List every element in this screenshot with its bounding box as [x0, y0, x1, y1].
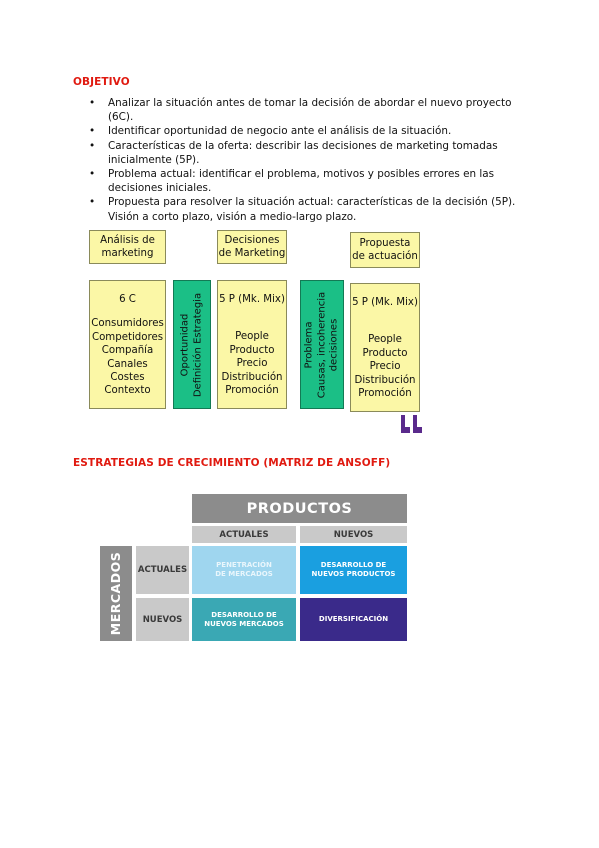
column-5p-item: Producto — [229, 344, 275, 356]
column-5p-propuesta: 5 P (Mk. Mix) People Producto Precio Dis… — [350, 283, 420, 412]
column-6c-item: Costes — [110, 372, 145, 384]
column-6c-item: Consumidores — [91, 318, 164, 330]
objetivo-heading: OBJETIVO — [73, 76, 130, 88]
column-5p-propuesta-item: Distribución — [354, 374, 416, 386]
quote-mark-icon — [401, 415, 422, 433]
column-5p-title: 5 P (Mk. Mix) — [219, 294, 285, 305]
column-5p-item: Distribución — [221, 371, 283, 383]
mercados-label: MERCADOS — [108, 551, 124, 636]
column-5p: 5 P (Mk. Mix) People Producto Precio Dis… — [217, 280, 287, 409]
cell-desarrollo-nuevos-productos: DESARROLLO DE NUEVOS PRODUCTOS — [300, 546, 407, 594]
problema-label: Problema Causas, incoherencia decisiones — [303, 291, 340, 398]
productos-header: PRODUCTOS — [192, 494, 407, 523]
list-item: Identificar oportunidad de negocio ante … — [76, 124, 526, 138]
column-actuales: ACTUALES — [192, 526, 296, 543]
ansoff-heading: ESTRATEGIAS DE CRECIMIENTO (MATRIZ DE AN… — [73, 457, 391, 469]
column-5p-item: People — [235, 331, 269, 343]
objetivo-list: Analizar la situación antes de tomar la … — [76, 96, 526, 224]
row-actuales: ACTUALES — [136, 546, 189, 594]
column-nuevos: NUEVOS — [300, 526, 407, 543]
row-nuevos: NUEVOS — [136, 598, 189, 641]
column-5p-item: Promoción — [225, 385, 279, 397]
column-6c-item: Competidores — [91, 331, 164, 343]
mercados-header: MERCADOS — [100, 546, 132, 641]
column-6c-title: 6 C — [119, 294, 136, 305]
column-5p-propuesta-item: People — [368, 334, 402, 346]
cell-desarrollo-nuevos-mercados: DESARROLLO DE NUEVOS MERCADOS — [192, 598, 296, 641]
column-6c-item: Canales — [107, 358, 148, 370]
header-analisis-marketing: Análisis de marketing — [89, 230, 166, 264]
column-5p-item: Precio — [236, 358, 268, 370]
header-propuesta-actuacion: Propuesta de actuación — [350, 232, 420, 268]
list-item: Problema actual: identificar el problema… — [76, 167, 526, 195]
list-item: Características de la oferta: describir … — [76, 139, 526, 167]
list-item: Analizar la situación antes de tomar la … — [76, 96, 526, 124]
column-5p-propuesta-item: Precio — [369, 361, 401, 373]
cell-penetracion-mercados: PENETRACIÓN DE MERCADOS — [192, 546, 296, 594]
oportunidad-box: Oportunidad Definición Estrategia — [173, 280, 211, 409]
list-item: Propuesta para resolver la situación act… — [76, 195, 526, 223]
column-5p-propuesta-item: Producto — [362, 347, 408, 359]
column-6c-item: Compañía — [101, 345, 154, 357]
column-5p-propuesta-title: 5 P (Mk. Mix) — [352, 297, 418, 308]
header-decisiones-marketing: Decisiones de Marketing — [217, 230, 287, 264]
column-5p-propuesta-item: Promoción — [358, 388, 412, 400]
column-6c: 6 C Consumidores Competidores Compañía C… — [89, 280, 166, 409]
cell-diversificacion: DIVERSIFICACIÓN — [300, 598, 407, 641]
oportunidad-label: Oportunidad Definición Estrategia — [179, 292, 204, 397]
column-6c-item: Contexto — [104, 385, 151, 397]
problema-box: Problema Causas, incoherencia decisiones — [300, 280, 344, 409]
